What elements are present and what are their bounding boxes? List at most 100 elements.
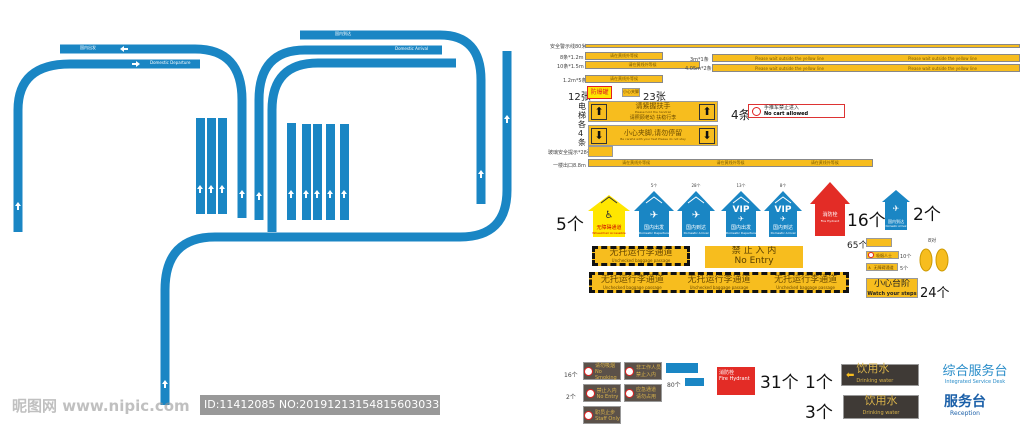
count-label: 10个 [900, 254, 912, 260]
sign-text: 无托运行李通道 [609, 248, 673, 258]
arrow-icons [15, 46, 510, 388]
path-label: 国内出发 [80, 45, 96, 50]
vip-label: VIP [774, 205, 792, 215]
sign-text: 禁止入内 [596, 387, 617, 394]
sign-text: No Entry [734, 256, 774, 266]
sign-text: Staff Only [595, 415, 620, 422]
sign-text: Domestic Arrival [683, 231, 709, 235]
count-label: 2个 [913, 205, 941, 225]
arrow-shape-icon [810, 182, 850, 236]
strip-text: Please wait outside the yellow line [754, 55, 825, 61]
strip-label: 3m*1条 [690, 57, 709, 63]
sign-text: 无障碍通道 [873, 264, 894, 270]
no-smoking-icon [584, 366, 593, 376]
sign-text: Drinking water [856, 378, 894, 384]
arrival-strip [302, 124, 311, 220]
arrow-shape-icon [677, 191, 715, 237]
departure-strip [196, 118, 205, 214]
sign-text: 国内到达 [888, 219, 904, 224]
sign-icon: ✈ [649, 210, 659, 221]
sign-text: No cart allowed [764, 111, 809, 117]
sign-text: 国内到达 [685, 225, 706, 231]
sign-text: Reception [950, 410, 980, 417]
strip-label: 安全警示线80米 [550, 44, 587, 50]
arrow-shape-icon [764, 191, 802, 237]
sign-icon: ✈ [691, 210, 701, 221]
sign-text: 请照顾老幼 扶稳行李 [629, 114, 677, 121]
count-label: 2个 [566, 394, 576, 401]
departure-path-outer [60, 44, 247, 218]
sign-text: Wheelchair Accessible [592, 231, 626, 235]
sign-text: 国内出发 [643, 225, 664, 231]
arrow-sign: 28个 ✈ 国内到达 Domestic Arrival [677, 183, 715, 237]
sign-icon: VIP✈ [764, 205, 802, 223]
arrival-path-long [160, 51, 512, 405]
sign-icon: VIP✈ [721, 205, 761, 223]
arrow-shape-icon [588, 195, 630, 237]
strip-label: 一楼出口8.8m [553, 163, 586, 169]
strip-text: 请在黄线外等候 [622, 160, 651, 165]
sign-text: 饮用水 [864, 394, 898, 407]
accessible-sign [666, 363, 698, 373]
arrival-path-3 [267, 58, 456, 232]
arrival-path-1 [300, 30, 486, 204]
strip-label: 玻璃安全提示*28张 [548, 150, 592, 156]
strip-text: 请在黄线外等候 [610, 53, 638, 58]
count-label: 1个 [805, 373, 833, 393]
arrow-up-icon: ⬆ [699, 103, 715, 120]
arrival-icon: ✈ [892, 204, 900, 213]
count-label: 8个 [779, 183, 787, 188]
sign-text: 小心台阶 [873, 279, 910, 289]
watermark-site: 昵图网 www.nipic.com [12, 397, 190, 415]
no-entry-icon [584, 410, 594, 420]
count-label: 65个 [847, 241, 868, 251]
count-label: 5个 [900, 266, 909, 272]
safety-line-strip [585, 44, 1020, 48]
no-smoking-icon [868, 252, 874, 258]
no-entry-icon [625, 366, 634, 376]
departure-strip [218, 118, 227, 214]
caution-feet-sign: 小心夹脚 [622, 88, 640, 97]
sign-text: 小心夹脚,请勿停留 [623, 129, 683, 137]
sign-text: 无障碍通道 [596, 225, 622, 231]
strip-text: Please wait outside the yellow line [754, 65, 825, 71]
sign-icon: ♿ [604, 210, 614, 221]
sign-text: Unchecked baggage passage [689, 284, 749, 290]
sign-text: 无托运行李通道 [687, 274, 751, 285]
sign-text: 应急通道 请勿占用 [636, 387, 657, 400]
count-label: 3个 [805, 403, 833, 423]
sign-text: 职员止步 [595, 409, 616, 416]
no-smoking-sign: 吸烟人士 [866, 251, 899, 259]
arrow-shape-icon [721, 191, 761, 237]
count-label: 28个 [691, 183, 701, 188]
sign-text: 消防栓 [822, 212, 838, 218]
arrival-strip [313, 124, 322, 220]
sign-text: 非工作人员 禁止入内 [636, 365, 662, 378]
count-label: 31个 [760, 373, 799, 393]
strip-label: 8条*1.2m [560, 55, 584, 61]
arrow-down-icon: ⬇ [591, 127, 607, 144]
arrow-up-icon: ⬆ [591, 103, 607, 120]
path-label: Domestic Departure [150, 60, 191, 65]
arrow-shape-icon [882, 190, 910, 230]
small-yellow-sign [866, 238, 892, 247]
strip-text: Please wait outside the yellow line [907, 55, 978, 61]
arrival-path-2 [254, 45, 442, 220]
count-label: 4条 [731, 108, 751, 122]
arrival-strip [340, 124, 349, 220]
watermark-id: ID:11412085 NO:20191213154815603033 [200, 395, 440, 415]
